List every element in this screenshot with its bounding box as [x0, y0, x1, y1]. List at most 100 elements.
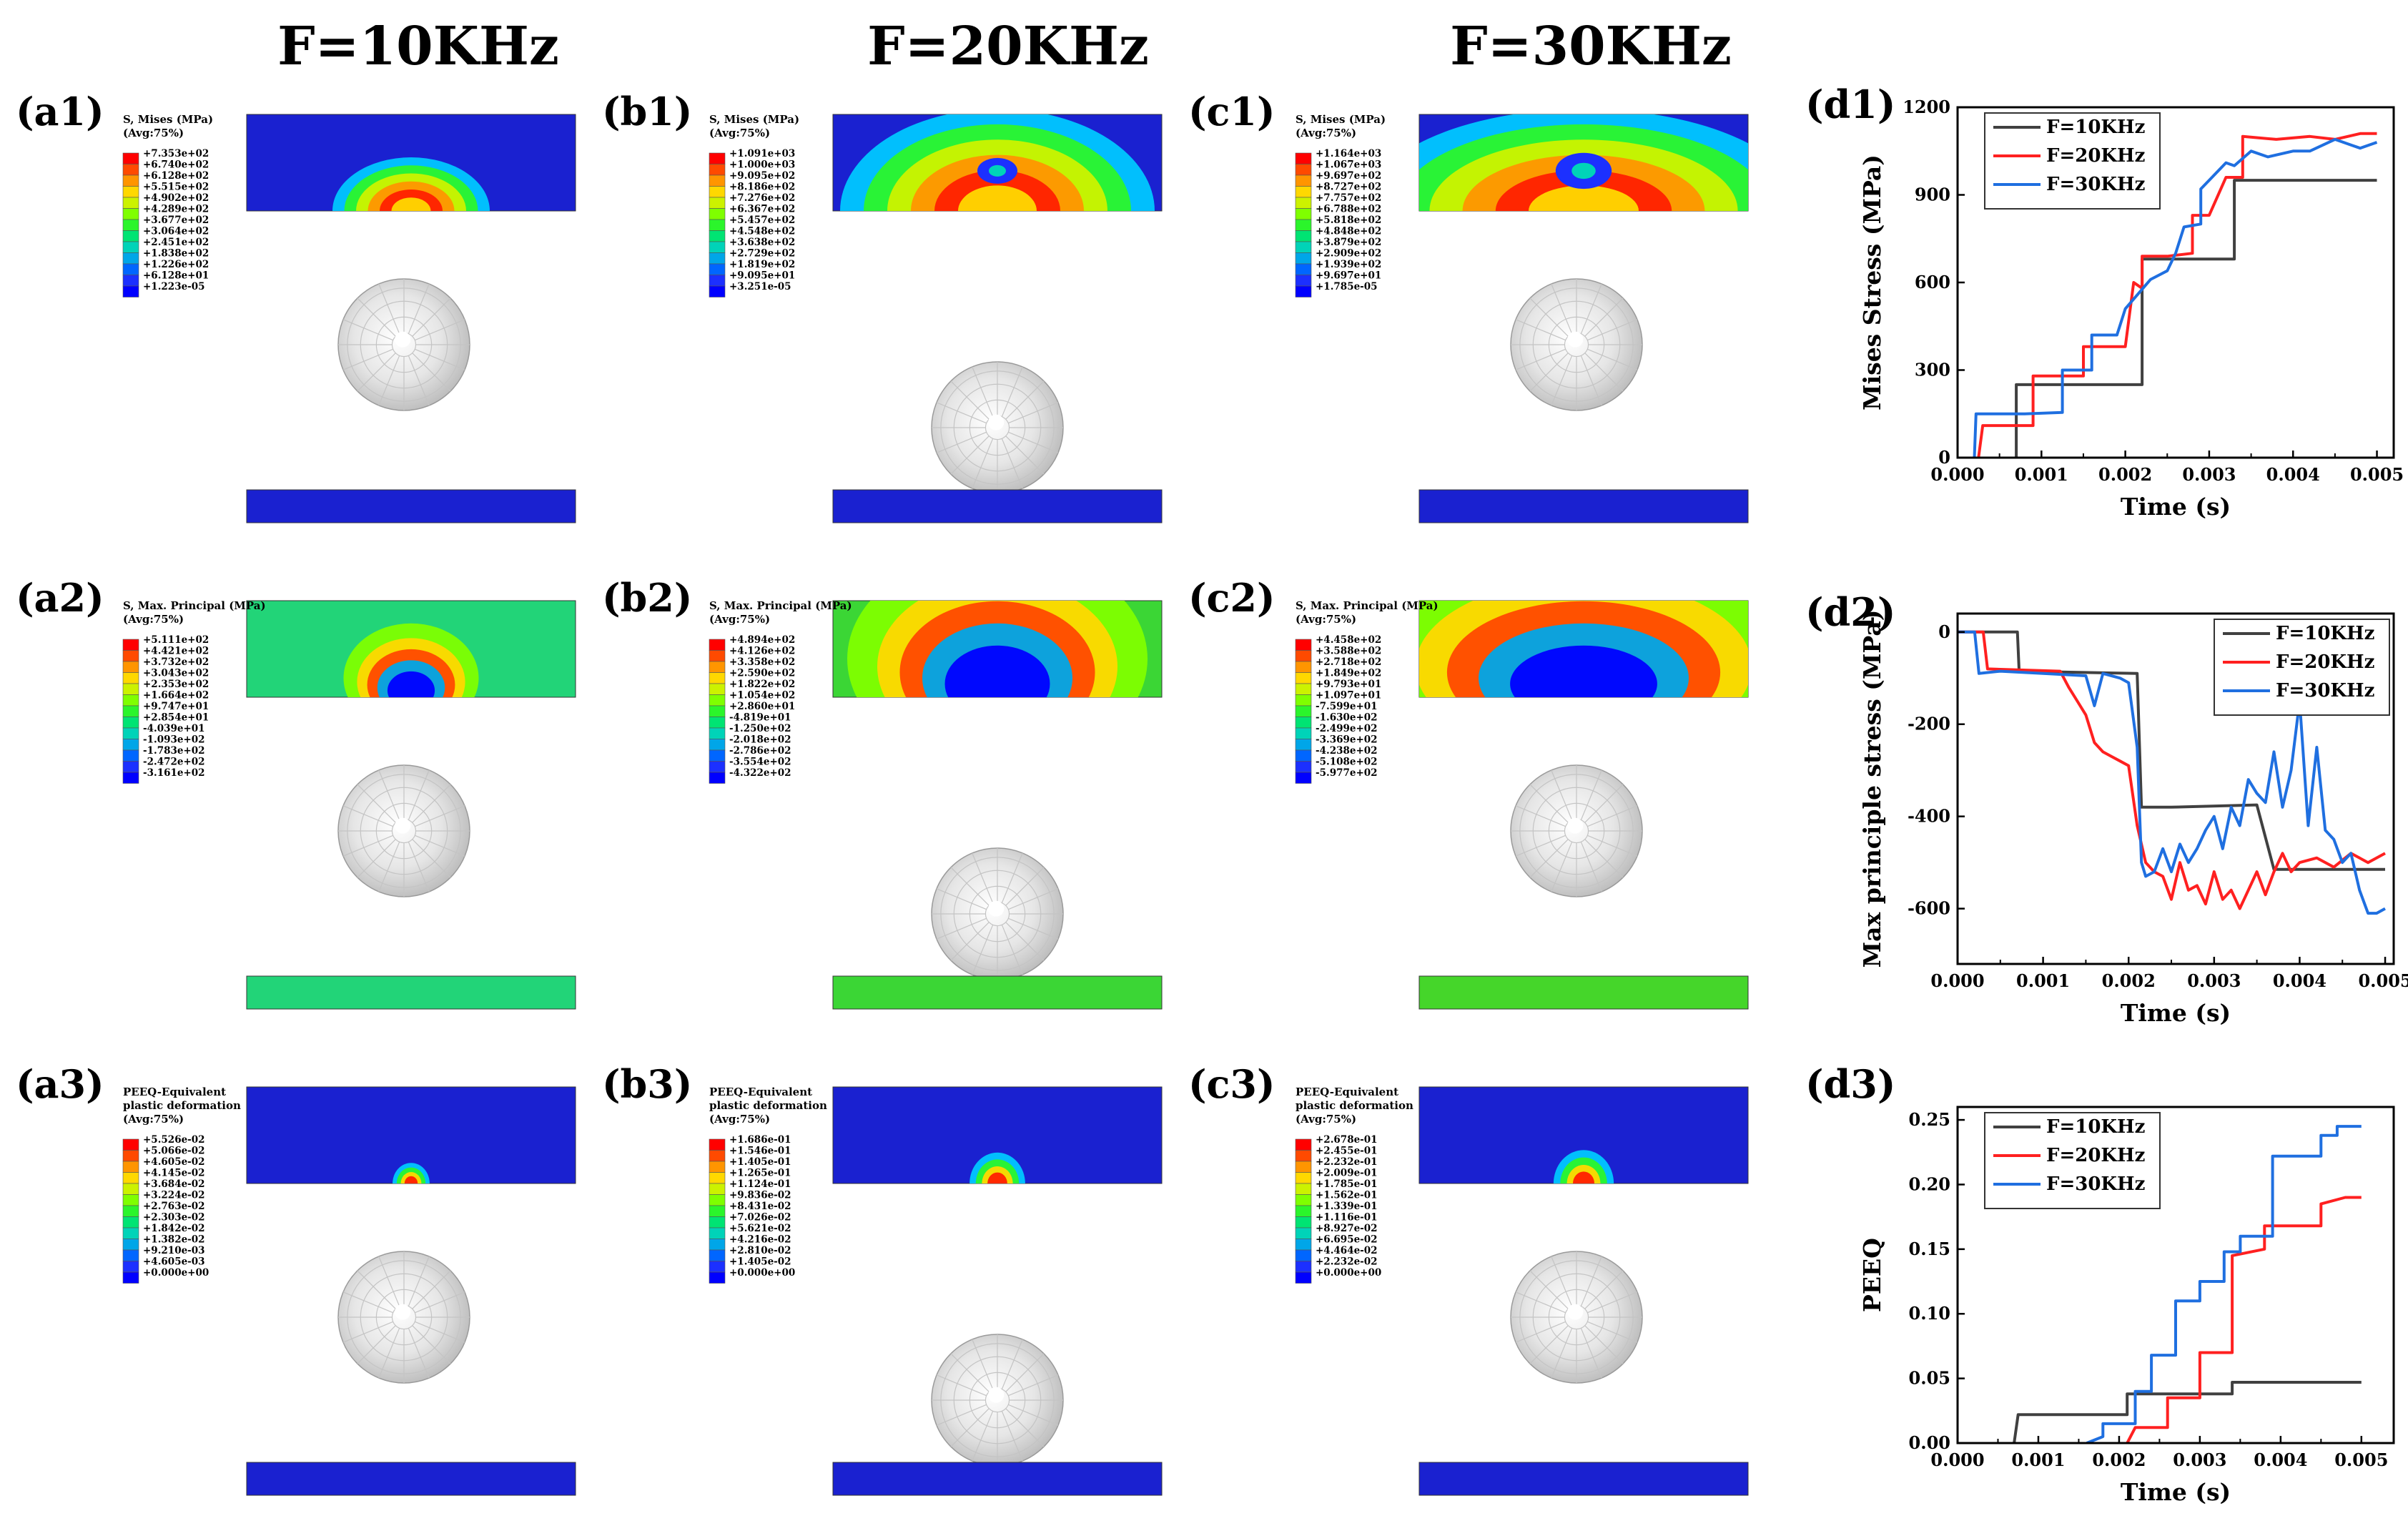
legend-value: +2.729e+02 — [729, 248, 795, 260]
legend-swatch — [122, 749, 139, 762]
legend-swatch — [709, 1172, 726, 1184]
legend-swatch — [122, 197, 139, 209]
facet-ring — [347, 287, 461, 402]
legend-value: -2.018e+02 — [729, 734, 791, 746]
facet-ring — [953, 383, 1042, 472]
legend-swatch — [709, 717, 726, 729]
y-tick-label: -400 — [1908, 806, 1950, 827]
stress-contour-c3 — [1553, 1150, 1614, 1183]
legend-swatch — [1295, 174, 1312, 187]
legend-swatch — [122, 152, 139, 164]
legend-entry: F=30KHz — [2276, 680, 2374, 702]
y-tick-label: 900 — [1915, 184, 1950, 205]
legend-swatch — [709, 1227, 726, 1239]
sphere-facets-c3 — [1511, 1251, 1642, 1383]
stress-contour-a2 — [343, 623, 479, 697]
legend-value: -3.554e+02 — [729, 757, 791, 768]
legend-swatch — [1295, 1138, 1312, 1151]
sphere-highlight — [395, 331, 411, 348]
legend-title: (Avg:75%) — [1296, 613, 1356, 626]
legend-swatch — [122, 174, 139, 187]
series-line-3 — [2086, 1125, 2362, 1443]
contour-legend-a1: S, Mises (MPa)(Avg:75%)+7.353e+02+6.740e… — [122, 113, 213, 297]
legend-entry: F=10KHz — [2046, 1116, 2145, 1138]
legend-value: +3.043e+02 — [143, 668, 209, 679]
legend-value: +2.860e+01 — [729, 701, 795, 712]
legend-value: +6.367e+02 — [729, 204, 795, 215]
legend-value: +3.638e+02 — [729, 237, 795, 248]
header-30khz: F=30KHz — [1450, 16, 1732, 77]
panel-b1: (b1)S, Mises (MPa)(Avg:75%)+1.091e+03+1.… — [602, 89, 1163, 523]
legend-entry: F=20KHz — [2276, 651, 2374, 673]
legend-swatch — [1295, 285, 1312, 297]
y-tick-label: 0 — [1938, 447, 1950, 468]
legend-swatch — [709, 739, 726, 751]
legend-swatch — [709, 683, 726, 695]
legend-entry: F=20KHz — [2046, 1145, 2145, 1166]
legend-swatch — [709, 1239, 726, 1251]
facet-ring — [1519, 1260, 1634, 1374]
facet-ring — [360, 787, 448, 875]
sphere-facets-b2 — [932, 848, 1063, 980]
legend-value: +4.145e-02 — [143, 1168, 205, 1179]
legend-swatch — [709, 186, 726, 198]
legend-value: +1.097e+01 — [1316, 690, 1381, 702]
lower-plate-c2 — [1418, 975, 1749, 1010]
legend-value: +4.605e-03 — [143, 1256, 205, 1268]
legend-swatch — [1295, 1183, 1312, 1195]
legend-value: +2.909e+02 — [1316, 248, 1381, 260]
legend-swatch — [709, 263, 726, 275]
series-group — [1958, 630, 2386, 915]
legend-value: +7.026e-02 — [729, 1212, 791, 1224]
legend-swatch — [1295, 1194, 1312, 1206]
legend-value: +1.067e+03 — [1316, 159, 1381, 171]
legend-swatch — [709, 1216, 726, 1229]
stress-contour-b3 — [969, 1152, 1025, 1183]
contour-band — [958, 185, 1037, 211]
legend-title: (Avg:75%) — [709, 127, 770, 139]
legend-swatch — [122, 241, 139, 253]
legend-swatch — [1295, 164, 1312, 176]
legend-value: +9.095e+01 — [729, 270, 795, 282]
legend-value: +1.546e-01 — [729, 1146, 791, 1157]
plate-contours-a2 — [343, 623, 479, 697]
legend-value: +1.785e-01 — [1316, 1178, 1378, 1190]
legend-swatch — [122, 717, 139, 729]
y-tick-label: -200 — [1908, 714, 1950, 734]
contour-band — [944, 645, 1050, 697]
y-tick-label: 0.05 — [1909, 1368, 1950, 1389]
legend-value: +6.788e+02 — [1316, 204, 1381, 215]
legend-swatch — [122, 1150, 139, 1162]
legend-value: +9.697e+01 — [1316, 270, 1381, 282]
legend-swatch — [1295, 263, 1312, 275]
facet-ring — [1548, 316, 1605, 373]
panel-label-c1: (c1) — [1188, 89, 1275, 134]
legend-swatch — [122, 186, 139, 198]
panel-label-a2: (a2) — [16, 575, 104, 621]
legend-value: -1.250e+02 — [729, 723, 791, 734]
legend-swatch — [122, 1261, 139, 1273]
legend-value: +7.353e+02 — [143, 148, 209, 159]
series-line-3 — [1958, 630, 2386, 915]
legend-swatch — [122, 1216, 139, 1229]
y-tick-label: 1200 — [1903, 97, 1950, 117]
legend-title: plastic deformation — [123, 1099, 241, 1112]
x-tick-label: 0.001 — [2011, 1449, 2065, 1470]
legend-swatch — [1295, 1172, 1312, 1184]
legend-value: +1.164e+03 — [1316, 148, 1381, 159]
lower-plate-a3 — [246, 1462, 576, 1496]
x-tick-label: 0.000 — [1930, 464, 1984, 485]
facet-ring — [360, 1273, 448, 1362]
legend-title: S, Max. Principal (MPa) — [123, 599, 266, 612]
legend-value: +5.515e+02 — [143, 182, 209, 193]
legend-value: +1.382e-02 — [143, 1234, 205, 1246]
legend-value: -1.093e+02 — [143, 734, 205, 746]
series-line-1 — [2015, 179, 2377, 458]
x-tick-label: 0.004 — [2254, 1449, 2307, 1470]
y-tick-label: 0.15 — [1909, 1239, 1950, 1259]
legend-swatch — [709, 1150, 726, 1162]
legend-swatch — [1295, 683, 1312, 695]
series-line-3 — [1973, 137, 2378, 458]
